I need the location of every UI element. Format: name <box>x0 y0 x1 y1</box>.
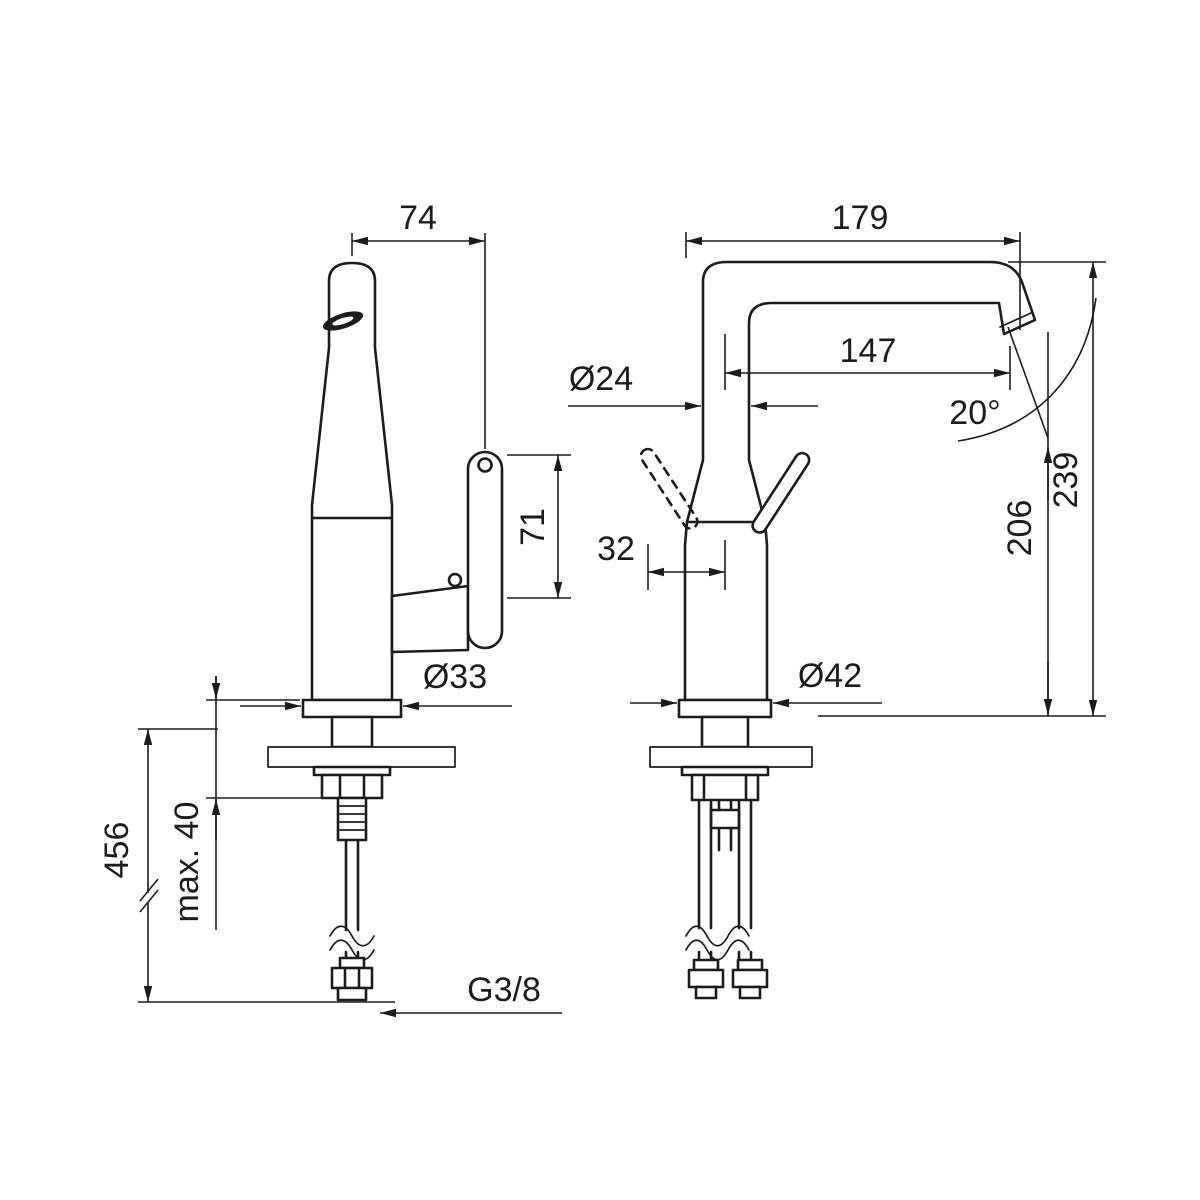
dim-label-71: 71 <box>514 508 552 546</box>
dim-label-74: 74 <box>399 199 437 237</box>
front-view <box>639 260 1037 1000</box>
dim-reach-179: 179 <box>685 199 1021 330</box>
front-deck <box>649 746 813 768</box>
front-aerator-line <box>999 312 1032 328</box>
side-shank <box>330 715 374 749</box>
front-stud-nut <box>709 808 741 830</box>
side-supply-pipe <box>344 838 360 960</box>
side-handle-arm <box>390 584 470 654</box>
dim-reach-147: 147 <box>724 332 1011 390</box>
side-handle-screw <box>447 572 463 588</box>
front-lever-dashed <box>639 447 699 530</box>
side-thread-ticks <box>339 805 365 831</box>
side-spout-body-outline <box>310 261 394 702</box>
dim-label-32: 32 <box>597 530 635 568</box>
side-mounting-nut <box>320 773 384 800</box>
dim-height-206: 206 <box>1001 332 1053 716</box>
dim-label-456: 456 <box>98 822 136 879</box>
dim-label-d33: Ø33 <box>423 658 487 696</box>
side-base-flange <box>301 698 403 719</box>
dim-label-d24: Ø24 <box>569 360 633 398</box>
side-view <box>267 261 504 1002</box>
dim-lever-height-71: 71 <box>507 454 571 599</box>
dim-base-diameter-42: Ø42 <box>630 657 882 708</box>
dim-label-max40: max. 40 <box>168 802 206 923</box>
front-connector-right <box>736 958 764 972</box>
front-shank <box>700 715 750 749</box>
front-base-flange <box>677 698 773 719</box>
side-connector-nut <box>330 966 374 990</box>
side-aerator-inner <box>332 316 354 326</box>
dim-base-diameter-33: Ø33 <box>240 658 512 711</box>
dim-label-d42: Ø42 <box>798 657 862 695</box>
front-spout-body-outline <box>683 260 1037 702</box>
side-deck <box>267 746 456 768</box>
dim-label-179: 179 <box>832 199 889 237</box>
side-pipe-break <box>329 925 375 961</box>
side-connector-top <box>338 956 366 970</box>
dim-label-239: 239 <box>1047 452 1085 509</box>
front-bracket <box>690 773 760 802</box>
side-connector-tip <box>336 986 368 1002</box>
dim-label-g38: G3/8 <box>467 971 541 1009</box>
side-handle-lever <box>466 450 504 650</box>
front-connector-left <box>692 958 720 972</box>
dim-spout-offset-74: 74 <box>351 199 486 449</box>
dim-label-20deg: 20° <box>949 394 1000 432</box>
dim-spout-diameter-24: Ø24 <box>568 360 818 411</box>
dim-label-206: 206 <box>1001 500 1039 557</box>
side-lever-cap <box>477 457 493 473</box>
dim-label-147: 147 <box>840 332 897 370</box>
dim-height-239: 239 <box>818 261 1106 717</box>
dim-supply-length-456: 456 <box>98 728 395 1003</box>
dim-max-mounting-40: max. 40 <box>168 676 322 930</box>
dim-thread-g38: G3/8 <box>380 971 562 1018</box>
dim-lever-offset-32: 32 <box>597 530 726 590</box>
side-threaded-shank <box>336 796 368 842</box>
front-lever <box>751 451 811 534</box>
